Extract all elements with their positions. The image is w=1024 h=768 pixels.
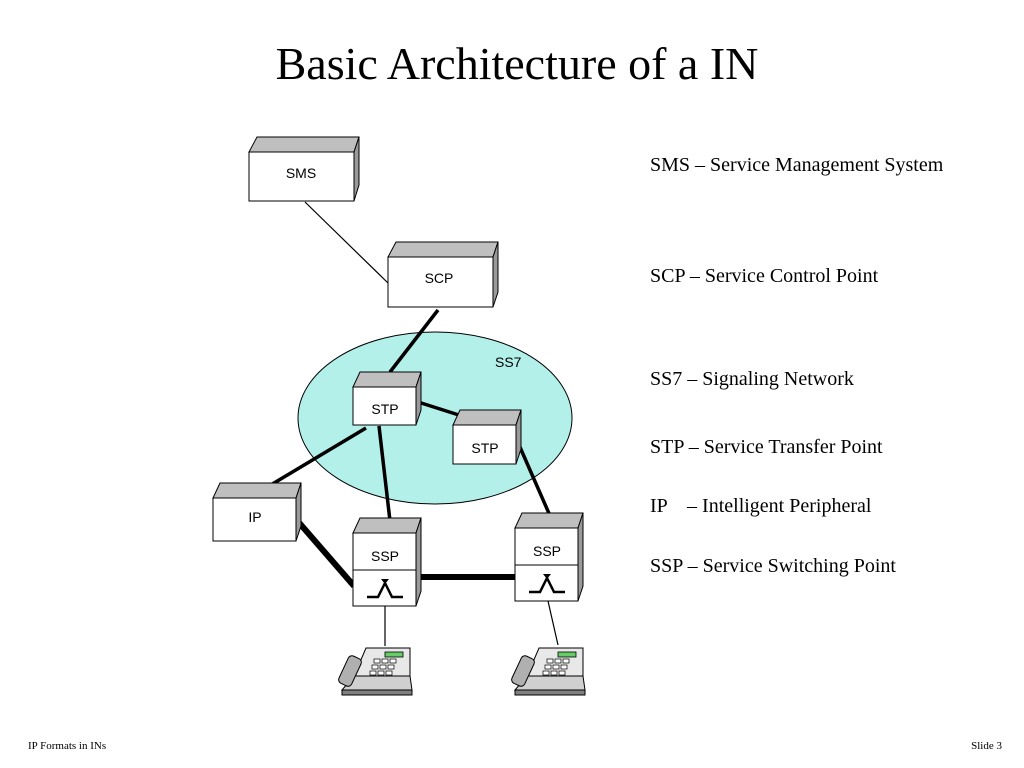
stp-2-label: STP bbox=[471, 440, 498, 456]
ssp-1-label: SSP bbox=[371, 548, 399, 564]
stp-node-1: STP bbox=[352, 371, 422, 426]
line-ssp2-phone bbox=[547, 600, 559, 646]
link-stp2-ssp2 bbox=[514, 437, 553, 519]
legend-ssp: SSP – Service Switching Point bbox=[650, 555, 896, 577]
telephone-icon bbox=[511, 647, 586, 696]
link-sms-scp bbox=[304, 201, 389, 284]
stp-1-label: STP bbox=[371, 401, 398, 417]
ip-node: IP bbox=[212, 482, 302, 542]
link-stp-stp bbox=[417, 400, 463, 418]
legend-scp: SCP – Service Control Point bbox=[650, 265, 879, 287]
footer-presentation-title: IP Formats in INs bbox=[28, 740, 107, 752]
telephone-icon bbox=[338, 647, 413, 696]
legend-stp: STP – Service Transfer Point bbox=[650, 436, 883, 458]
stp-node-2: STP bbox=[452, 409, 522, 465]
trunk-ip-ssp1 bbox=[292, 516, 357, 588]
switch-pivot-icon bbox=[381, 579, 389, 584]
link-scp-stp bbox=[388, 308, 440, 374]
ssp-2-label: SSP bbox=[533, 543, 561, 559]
legend-ss7: SS7 – Signaling Network bbox=[650, 368, 854, 390]
switch-pivot-icon bbox=[543, 574, 551, 579]
ssp-node-2: SSP bbox=[514, 512, 584, 602]
ssp-node-1: SSP bbox=[352, 517, 422, 607]
ip-label: IP bbox=[248, 509, 261, 525]
scp-node: SCP bbox=[387, 241, 499, 308]
sms-label: SMS bbox=[286, 165, 316, 181]
legend-ip: IP – Intelligent Peripheral bbox=[650, 495, 872, 517]
slide-title: Basic Architecture of a IN bbox=[275, 38, 759, 89]
ss7-network-ellipse bbox=[297, 331, 573, 505]
link-stp-ssp1 bbox=[377, 425, 392, 522]
footer-slide-number: Slide 3 bbox=[971, 740, 1002, 752]
legend-sms: SMS – Service Management System bbox=[650, 154, 944, 176]
link-stp-ip bbox=[263, 426, 367, 491]
scp-label: SCP bbox=[425, 270, 454, 286]
ss7-network-label: SS7 bbox=[495, 354, 522, 370]
sms-node: SMS bbox=[248, 136, 360, 202]
